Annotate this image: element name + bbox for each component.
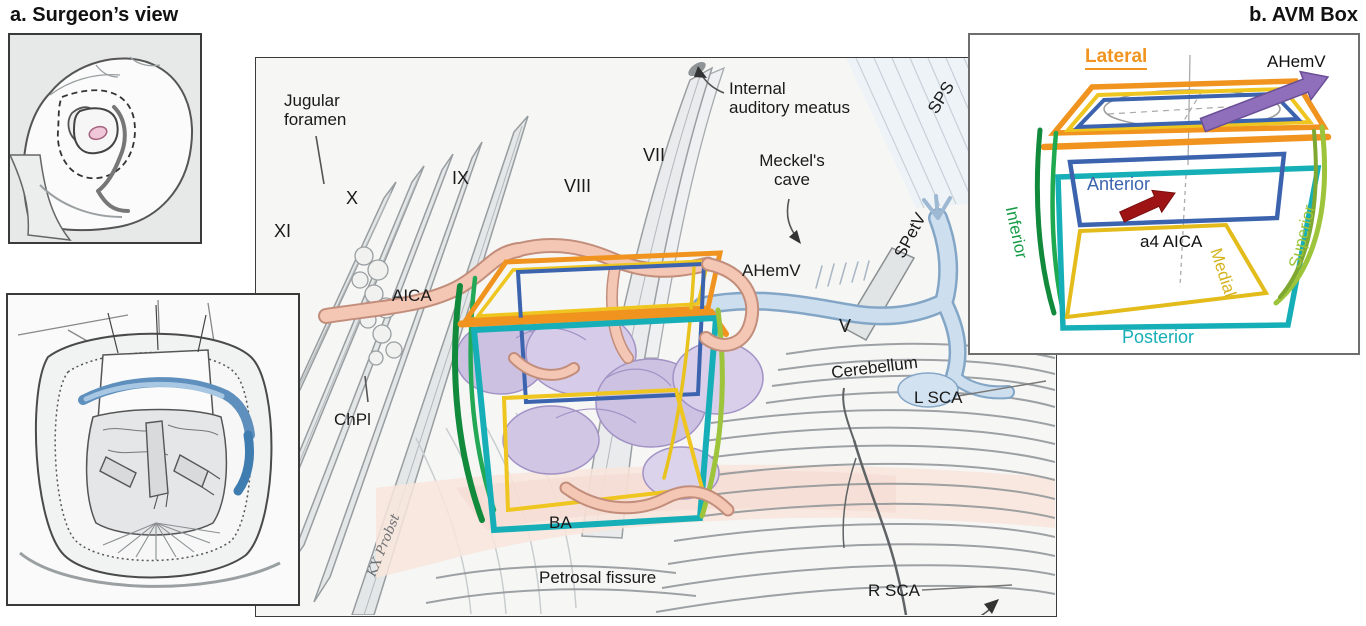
label-cn-vii: VII	[643, 145, 666, 165]
craniotomy-dashed-outline	[57, 89, 136, 180]
label-ba: BA	[549, 513, 572, 532]
craniotomy-inset	[6, 293, 300, 606]
l-sca-leader	[957, 380, 1047, 397]
avm-box-art	[970, 35, 1358, 353]
tack-up-sutures	[107, 304, 207, 354]
label-ahemv: AHemV	[742, 261, 801, 280]
craniotomy-art	[8, 295, 298, 604]
label-petrosal-fissure: Petrosal fissure	[539, 568, 657, 587]
nerve-stumps	[99, 420, 221, 510]
label-box-posterior: Posterior	[1122, 327, 1195, 347]
main-illustration-art	[256, 58, 1055, 615]
label-l-sca: L SCA	[914, 388, 963, 407]
label-cn-viii: VIII	[564, 176, 592, 196]
panel-a-title: a. Surgeon’s view	[10, 4, 179, 26]
box-lateral-face	[461, 250, 724, 323]
label-cn-x: X	[346, 188, 359, 208]
box-inferior-edge	[452, 283, 485, 523]
ahemv-drainage-arrow	[1199, 70, 1330, 133]
avm-target-oval	[88, 125, 108, 141]
label-aica: AICA	[392, 286, 432, 305]
aica-vessel-back	[318, 238, 716, 364]
superior-edge-frame	[1273, 124, 1328, 306]
panel-b-title: b. AVM Box	[1249, 4, 1358, 26]
head-position-inset	[8, 33, 202, 244]
cerebellum-folia	[425, 342, 1055, 613]
arachnoid-streaks	[102, 522, 221, 560]
label-internal-auditory-meatus: Internal auditory meatus	[729, 79, 850, 118]
label-box-a4-aica: a4 AICA	[1140, 232, 1203, 251]
chpl-leader	[364, 375, 369, 403]
annotation-leaders	[315, 66, 1047, 615]
aica-vessel-front	[508, 257, 760, 517]
petrosal-fissure-line	[842, 387, 908, 615]
label-cn-xi: XI	[274, 221, 292, 241]
lateral-face-frame	[1048, 78, 1329, 136]
label-box-ahemv: AHemV	[1267, 52, 1326, 71]
r-sca-leader	[921, 584, 1013, 591]
neck-shoulder	[10, 154, 72, 241]
label-cn-v: V	[839, 316, 852, 336]
sigmoid-sinus	[233, 430, 255, 496]
avm-box-panel: Lateral AHemV Anterior Inferior a4 AICA …	[968, 33, 1360, 355]
label-chpl: ChPl	[334, 410, 371, 429]
label-box-anterior: Anterior	[1087, 174, 1151, 194]
posterior-face-frame	[1055, 165, 1322, 331]
anterior-face-frame	[1067, 151, 1287, 228]
label-meckels-cave: Meckel's cave	[759, 151, 825, 190]
head-position-art	[10, 35, 200, 242]
main-illustration-panel: Jugular foramen XI X IX VIII VII Interna…	[255, 57, 1057, 617]
skin-edge-curve	[19, 551, 281, 588]
label-box-lateral: Lateral	[1085, 46, 1148, 71]
meckels-cave-fringes	[815, 260, 870, 289]
a4-aica-feeder-arrow	[1119, 189, 1176, 223]
label-cn-ix: IX	[452, 168, 470, 188]
medial-face-frame	[1064, 222, 1270, 320]
box-posterior-face	[470, 314, 720, 534]
label-r-sca: R SCA	[868, 581, 920, 600]
box-axis-lines	[1107, 54, 1277, 288]
incision-curve	[96, 105, 130, 213]
jugular-foramen-leader	[315, 135, 325, 185]
label-jugular-foramen: Jugular foramen	[284, 91, 347, 130]
inferior-edge-frame	[1034, 127, 1057, 316]
